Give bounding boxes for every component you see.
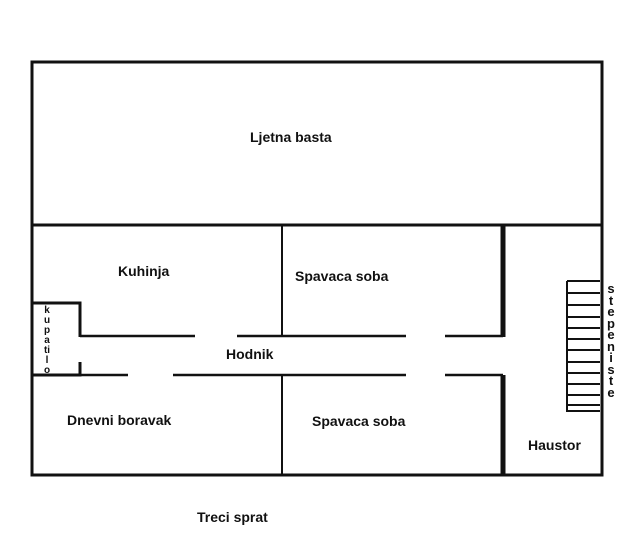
room-label-living-room: Dnevni boravak bbox=[67, 412, 172, 428]
staircase-steps bbox=[566, 280, 600, 412]
room-label-kitchen: Kuhinja bbox=[118, 263, 170, 279]
room-label-entrance: Haustor bbox=[528, 437, 581, 453]
room-label-bedroom-bottom: Spavaca soba bbox=[312, 413, 406, 429]
bathroom-walls bbox=[32, 301, 82, 377]
room-label-staircase: stepeniste bbox=[607, 281, 615, 400]
lower-floor-outline bbox=[30, 225, 604, 477]
room-label-bedroom-top: Spavaca soba bbox=[295, 268, 389, 284]
room-label-hallway: Hodnik bbox=[226, 346, 274, 362]
summer-garden-outline bbox=[30, 60, 604, 227]
floor-title: Treci sprat bbox=[197, 509, 268, 525]
room-label-summer-garden: Ljetna basta bbox=[250, 129, 332, 145]
room-label-bathroom: kupatilo bbox=[43, 305, 51, 376]
